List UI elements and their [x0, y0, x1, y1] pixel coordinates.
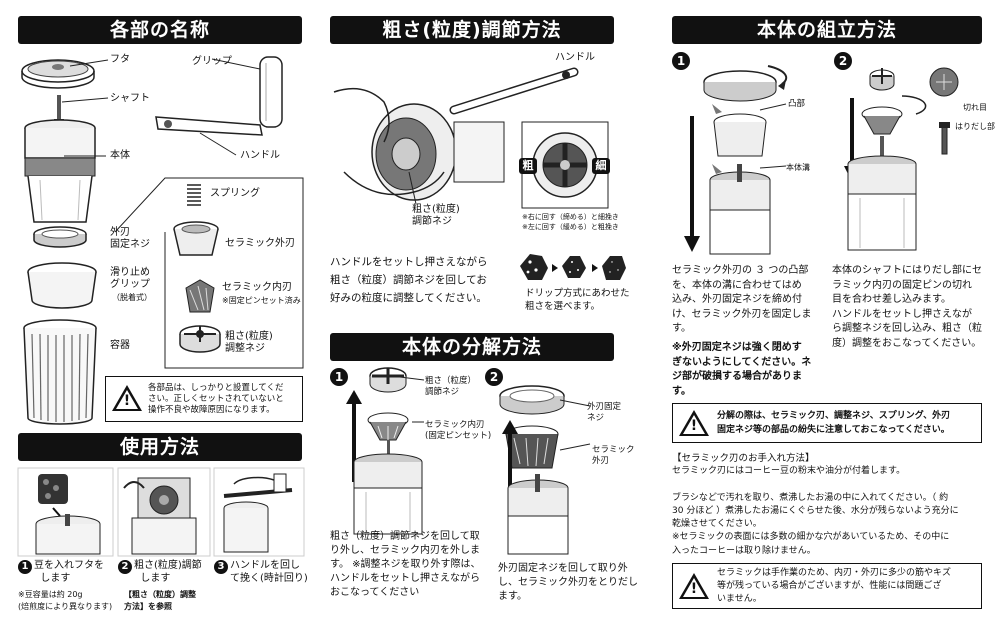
- step3-text: ハンドルを回し て挽く(時計回り): [230, 560, 308, 584]
- assembly-step1-text: セラミック外刃の ３ つの凸部 を、本体の溝に合わせてはめ 込み、外刃固定ネジを…: [672, 265, 812, 334]
- assembly-step1-illustration: [684, 65, 788, 255]
- assembly-header: 本体の組立方法: [672, 16, 982, 44]
- label-ceramic-inner-note: ※固定ピンセット済み: [222, 296, 301, 305]
- a2-label-protrusion: はりだし部: [955, 122, 995, 131]
- grip-handle-illustration: [155, 56, 283, 136]
- lid-leader: [69, 59, 109, 67]
- warning-triangle-icon-2: [679, 410, 709, 436]
- exclamation-icon: !: [123, 393, 131, 409]
- ceramic-outer-illustration: [173, 221, 219, 256]
- care-text: セラミック刃にはコーヒー豆の粉末や油分が付着します。 ブラシなどで汚れを取り、煮…: [672, 466, 959, 556]
- disassembly-step1-illustration: [346, 367, 423, 535]
- step2-note: 【粗さ（粒度）調整 方法】を参照: [124, 590, 196, 611]
- warning-triangle-icon-3: [679, 573, 709, 599]
- step1-note: ※豆容量は約 20g (焙煎度により異なります): [18, 590, 113, 611]
- ceramic-warning-text: セラミックは手作業のため、内刃・外刃に多少の筋やキズ 等が残っている場合がござい…: [717, 568, 952, 604]
- label-handle: ハンドル: [240, 150, 280, 161]
- step-number-3: 3: [214, 560, 228, 574]
- parts-warning-box: ! 各部品は、しっかりと設置してくだ さい。正しくセットされていないと 操作不良…: [105, 376, 303, 422]
- disassembly-step-2-number: 2: [485, 368, 503, 386]
- disassembly-step1-text: 粗さ（粒度）調節ネジを回して取 り外し、セラミック内刃を外しま す。 ※調整ネジ…: [330, 531, 481, 598]
- label-lid: フタ: [110, 54, 130, 65]
- shaft-leader: [61, 97, 109, 103]
- outer-screw-illustration: [33, 226, 87, 248]
- dial-note: ※右に回す（締める）と細挽き ※左に回す（緩める）と粗挽き: [522, 213, 619, 231]
- disassembly-step2-illustration: [499, 385, 569, 555]
- a1-label-groove: 本体溝: [786, 163, 810, 172]
- label-body: 本体: [110, 150, 130, 161]
- disassembly-step-1-number: 1: [330, 368, 348, 386]
- coarseness-header: 粗さ(粒度)調節方法: [330, 16, 614, 44]
- disassembly-step2-text: 外刃固定ネジを回して取り外 し、セラミック外刃をとりだし ます。: [498, 563, 638, 602]
- drip-note: ドリップ方式にあわせた 粗さを選べます。: [525, 288, 630, 312]
- label-handle-2: ハンドル: [555, 52, 595, 63]
- label-grip: グリップ: [192, 56, 232, 67]
- d2-label-outer-screw: 外刃固定 ネジ: [587, 402, 622, 423]
- disassembly-header: 本体の分解方法: [330, 333, 614, 361]
- label-coarseness-screw-2: 粗さ(粒度) 調節ネジ: [412, 204, 460, 227]
- coarseness-instruction: ハンドルをセットし押さえながら 粗さ（粒度）調節ネジを回してお 好みの粒度に調整…: [330, 256, 488, 304]
- label-ceramic-inner: セラミック内刃: [222, 282, 292, 293]
- fine-badge: 細: [592, 158, 610, 174]
- a1-label-protrusion: 凸部: [788, 99, 806, 109]
- usage-step3-image: [213, 467, 305, 557]
- body-leader: [64, 155, 106, 157]
- warning-triangle-icon: [112, 385, 142, 411]
- label-container: 容器: [110, 340, 130, 351]
- parts-warning-text: 各部品は、しっかりと設置してくだ さい。正しくセットされていないと 操作不良や故…: [148, 383, 284, 415]
- step2-text: 粗さ(粒度)調節 します: [134, 560, 202, 584]
- label-coarseness-screw: 粗さ(粒度) 調整ネジ: [225, 331, 273, 354]
- assembly-step-1-number: 1: [672, 52, 690, 70]
- a2-label-notch: 切れ目: [963, 103, 987, 112]
- label-nonslip-grip: 滑り止め グリップ: [110, 267, 150, 290]
- label-ceramic-outer: セラミック外刃: [225, 238, 295, 249]
- container-illustration: [23, 319, 97, 425]
- care-title: 【セラミック刃のお手入れ方法】: [672, 453, 815, 464]
- label-spring: スプリング: [210, 188, 260, 199]
- usage-step1-image: [17, 467, 114, 557]
- coarse-badge: 粗: [519, 158, 537, 174]
- label-outer-screw: 外刃 固定ネジ: [110, 227, 150, 250]
- label-shaft: シャフト: [110, 93, 150, 104]
- step1-text: 豆を入れフタを します: [34, 560, 104, 584]
- d1-label-inner-blade: セラミック内刃 (固定ピンセット): [425, 420, 492, 441]
- d2-leaders: [559, 399, 591, 451]
- nonslip-grip-illustration: [27, 262, 97, 309]
- step-number-2: 2: [118, 560, 132, 574]
- assembly-step1-warning: ※外刃固定ネジは強く閉めす ぎないようにしてください。ネ ジ部が破損する場合があ…: [672, 342, 812, 397]
- assembly-step2-text: 本体のシャフトにはりだし部にセ ラミック内刃の固定ピンの切れ 目を合わせ差し込み…: [832, 265, 982, 349]
- coarseness-adjust-illustration: [333, 67, 579, 205]
- a1-leaders: [759, 103, 787, 169]
- step-number-1: 1: [18, 560, 32, 574]
- exclamation-icon-2: !: [690, 418, 698, 434]
- parts-names-header: 各部の名称: [18, 16, 302, 44]
- assembly-step-2-number: 2: [834, 52, 852, 70]
- handle-leader: [199, 132, 237, 156]
- d1-leaders: [391, 375, 425, 423]
- grind-samples-illustration: [520, 254, 626, 280]
- assembly-step2-illustration: [844, 67, 959, 251]
- disassembly-warning-text: 分解の際は、セラミック刃、調整ネジ、スプリング、外刃 固定ネジ等の部品の紛失に注…: [717, 411, 951, 435]
- disassembly-warning-box: ! 分解の際は、セラミック刃、調整ネジ、スプリング、外刃 固定ネジ等の部品の紛失…: [672, 403, 982, 443]
- ceramic-inner-illustration: [185, 279, 215, 313]
- d1-label-screw: 粗さ（粒度） 調節ネジ: [425, 376, 477, 397]
- usage-header: 使用方法: [18, 433, 302, 461]
- spring-illustration: [187, 184, 201, 206]
- body-illustration: [24, 119, 96, 223]
- coarseness-screw-illustration: [179, 325, 221, 353]
- ceramic-warning-box: ! セラミックは手作業のため、内刃・外刃に多少の筋やキズ 等が残っている場合がご…: [672, 563, 982, 609]
- exclamation-icon-3: !: [690, 581, 698, 597]
- d2-label-outer-blade: セラミック 外刃: [592, 445, 635, 466]
- detail-box: [114, 177, 304, 369]
- usage-step2-image: [117, 467, 211, 557]
- label-nonslip-note: （脱着式）: [112, 293, 152, 302]
